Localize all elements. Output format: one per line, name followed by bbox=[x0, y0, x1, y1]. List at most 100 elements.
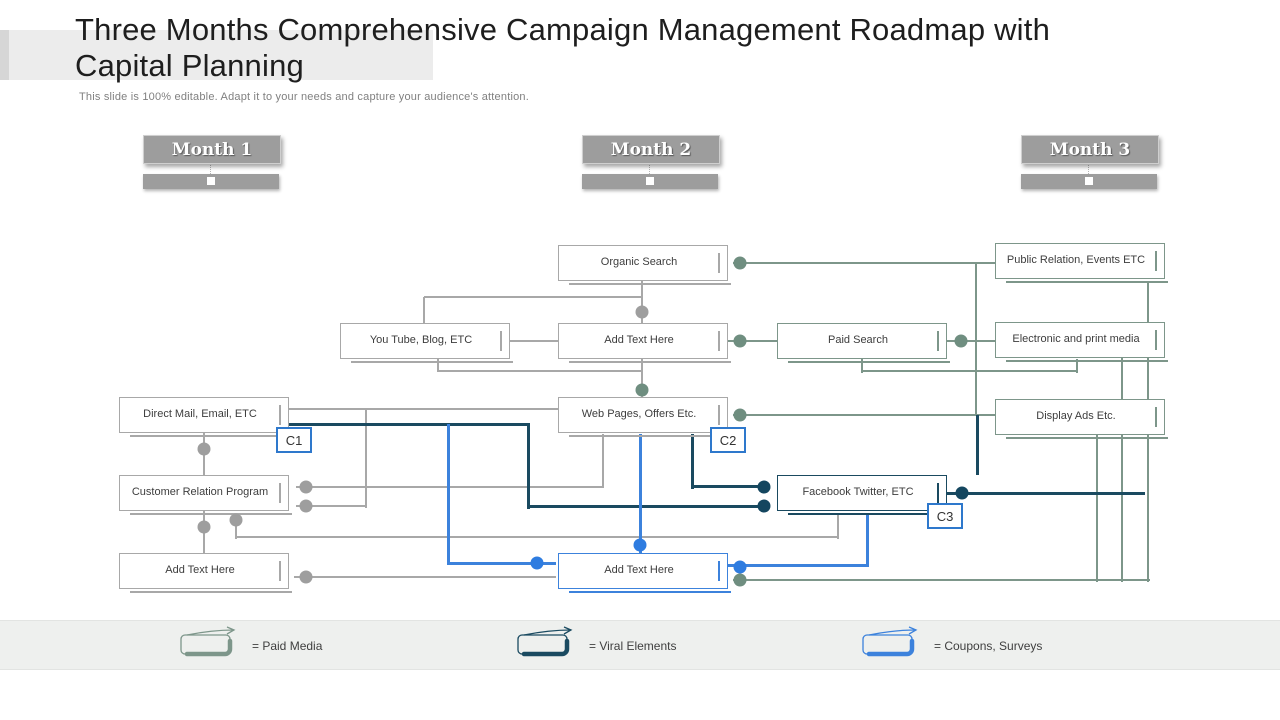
junction-dot bbox=[635, 383, 649, 397]
junction-dot bbox=[757, 499, 771, 513]
month-3-bar bbox=[1021, 174, 1157, 189]
junction-dot bbox=[733, 334, 747, 348]
junction-dot bbox=[229, 513, 243, 527]
connector-line bbox=[283, 422, 530, 426]
junction-dot bbox=[299, 499, 313, 513]
connector-line bbox=[438, 370, 643, 372]
junction-dot bbox=[733, 573, 747, 587]
connector-line bbox=[641, 281, 643, 323]
connector-label-c2: C2 bbox=[710, 427, 746, 453]
connector-line bbox=[437, 359, 439, 372]
junction-dot bbox=[733, 560, 747, 574]
paid-media-legend-icon bbox=[176, 626, 240, 665]
connector-line bbox=[528, 504, 764, 508]
coupons-surveys-legend-icon bbox=[858, 626, 922, 665]
node-direct-mail: Direct Mail, Email, ETC bbox=[119, 397, 292, 437]
node-customer-relation: Customer Relation Program bbox=[119, 475, 292, 515]
month-2-banner: Month 2 bbox=[582, 135, 720, 164]
connector-line bbox=[294, 576, 556, 578]
legend-label-paid-media: = Paid Media bbox=[252, 638, 323, 653]
junction-dot bbox=[733, 408, 747, 422]
junction-dot bbox=[299, 480, 313, 494]
legend-item-paid-media: = Paid Media bbox=[176, 626, 322, 665]
junction-dot bbox=[197, 520, 211, 534]
connector-line bbox=[975, 263, 977, 416]
viral-elements-legend-icon bbox=[513, 626, 577, 665]
connector-line bbox=[733, 579, 1150, 581]
connector-line bbox=[424, 296, 643, 298]
connector-line bbox=[446, 424, 450, 565]
slide-title: Three Months Comprehensive Campaign Mana… bbox=[75, 12, 1051, 83]
node-electronic-print: Electronic and print media bbox=[995, 322, 1168, 362]
connector-line bbox=[837, 513, 839, 539]
connector-line bbox=[289, 408, 558, 410]
connector-line bbox=[975, 415, 979, 475]
connector-label-c1: C1 bbox=[276, 427, 312, 453]
node-public-relation: Public Relation, Events ETC bbox=[995, 243, 1168, 283]
junction-dot bbox=[299, 570, 313, 584]
connector-line bbox=[947, 340, 995, 342]
node-paid-search: Paid Search bbox=[777, 323, 950, 363]
connector-line bbox=[733, 414, 995, 416]
connector-line bbox=[1147, 281, 1149, 322]
junction-dot bbox=[197, 442, 211, 456]
node-organic-search: Organic Search bbox=[558, 245, 731, 285]
junction-dot bbox=[757, 480, 771, 494]
month-1-connector bbox=[210, 162, 211, 174]
connector-line bbox=[1147, 358, 1149, 399]
connector-line bbox=[526, 424, 530, 509]
slide-subtitle: This slide is 100% editable. Adapt it to… bbox=[79, 91, 529, 103]
month-3-banner: Month 3 bbox=[1021, 135, 1159, 164]
connector-line bbox=[235, 519, 237, 539]
connector-line bbox=[862, 370, 1078, 372]
month-2-bar bbox=[582, 174, 718, 189]
connector-line bbox=[602, 434, 604, 488]
junction-dot bbox=[530, 556, 544, 570]
connector-line bbox=[448, 561, 556, 565]
month-1-banner: Month 1 bbox=[143, 135, 281, 164]
connector-line bbox=[690, 434, 694, 489]
connector-line bbox=[296, 505, 366, 507]
connector-line bbox=[1147, 435, 1149, 582]
node-add-text-middle: Add Text Here bbox=[558, 323, 731, 363]
junction-dot bbox=[955, 486, 969, 500]
connector-line bbox=[1121, 358, 1123, 399]
connector-line bbox=[638, 434, 642, 553]
connector-line bbox=[692, 484, 764, 488]
connector-line bbox=[865, 513, 869, 567]
legend-item-viral-elements: = Viral Elements bbox=[513, 626, 677, 665]
node-add-text-bottom-left: Add Text Here bbox=[119, 553, 292, 593]
legend-label-coupons-surveys: = Coupons, Surveys bbox=[934, 638, 1043, 653]
connector-line bbox=[510, 340, 558, 342]
legend-label-viral-elements: = Viral Elements bbox=[589, 638, 677, 653]
month-3-connector bbox=[1088, 162, 1089, 174]
month-1-marker-square bbox=[207, 177, 215, 185]
node-display-ads: Display Ads Etc. bbox=[995, 399, 1168, 439]
connector-line bbox=[728, 563, 869, 567]
junction-dot bbox=[733, 256, 747, 270]
node-facebook-twitter: Facebook Twitter, ETC bbox=[777, 475, 950, 515]
connector-line bbox=[236, 536, 838, 538]
month-2-connector bbox=[649, 162, 650, 174]
connector-line bbox=[641, 359, 643, 397]
connector-line bbox=[728, 340, 777, 342]
connector-label-c3: C3 bbox=[927, 503, 963, 529]
connector-line bbox=[947, 491, 1145, 495]
node-add-text-bottom-middle: Add Text Here bbox=[558, 553, 731, 593]
node-web-pages: Web Pages, Offers Etc. bbox=[558, 397, 731, 437]
month-1-bar bbox=[143, 174, 279, 189]
connector-line bbox=[1121, 435, 1123, 582]
connector-line bbox=[1076, 359, 1078, 373]
connector-line bbox=[296, 486, 603, 488]
month-2-marker-square bbox=[646, 177, 654, 185]
connector-line bbox=[365, 409, 367, 508]
junction-dot bbox=[954, 334, 968, 348]
month-3-marker-square bbox=[1085, 177, 1093, 185]
junction-dot bbox=[633, 538, 647, 552]
connector-line bbox=[733, 262, 995, 264]
legend-band bbox=[0, 620, 1280, 670]
title-band-edge bbox=[0, 30, 9, 80]
legend-item-coupons-surveys: = Coupons, Surveys bbox=[858, 626, 1042, 665]
connector-line bbox=[1096, 435, 1098, 582]
